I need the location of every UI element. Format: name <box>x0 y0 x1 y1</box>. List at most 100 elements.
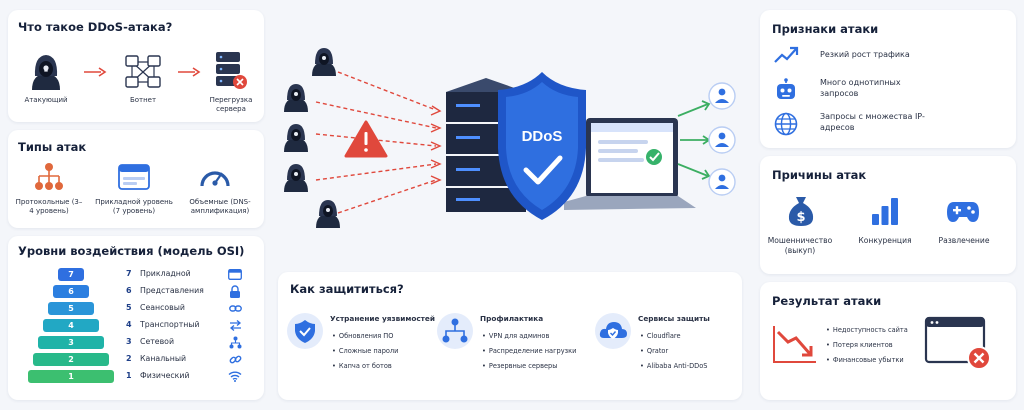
osi-bar-5: 5 <box>48 302 94 315</box>
signs-title: Признаки атаки <box>772 22 879 36</box>
globe-icon <box>774 112 798 136</box>
attack-type-label: Объемные (DNS-амплификация) <box>189 198 251 216</box>
protect-item: Qrator <box>640 347 668 356</box>
attack-arrowhead <box>430 159 442 169</box>
warning-icon <box>344 120 388 158</box>
laptop <box>564 118 696 210</box>
attack-type-label: Прикладной уровень (7 уровень) <box>95 198 173 216</box>
result-item: Финансовые убытки <box>826 356 904 365</box>
osi-bar-3: 3 <box>38 336 104 349</box>
osi-bar-2: 2 <box>33 353 109 366</box>
osi-layer-name: Представления <box>140 286 204 295</box>
osi-layer-number: 1 <box>126 371 132 380</box>
network-icon <box>229 336 242 349</box>
osi-layer-number: 6 <box>126 286 132 295</box>
attacker-label: Атакующий <box>24 96 68 104</box>
osi-layer-name: Канальный <box>140 354 187 363</box>
reason-label: Развлечение <box>938 236 990 245</box>
result-item: Недоступность сайта <box>826 326 908 335</box>
bar-chart-icon <box>872 198 898 225</box>
what-is-ddos-panel: Что такое DDoS-атака? Атакующий Ботнет <box>8 10 264 122</box>
money-bag-icon: $ <box>788 197 814 226</box>
attack-arrowhead <box>430 175 442 185</box>
cloud-shield-icon <box>595 313 631 349</box>
user-icon <box>708 126 736 154</box>
osi-layer-name: Сетевой <box>140 337 175 346</box>
protect-item: Распределение нагрузки <box>482 347 577 356</box>
arrow-icon <box>178 67 201 77</box>
osi-layer-number: 7 <box>126 269 132 278</box>
osi-layer-name: Транспортный <box>140 320 200 329</box>
gamepad-icon <box>947 202 979 222</box>
reasons-panel: Причины атак $ Мошенничество (выкуп) Кон… <box>760 156 1016 274</box>
lock-icon <box>230 285 240 298</box>
osi-title: Уровни воздействия (модель OSI) <box>18 244 245 258</box>
hacker-icon <box>32 55 60 90</box>
ddos-illustration <box>284 48 736 228</box>
shield-label: DDoS <box>521 128 563 145</box>
sign-label: Много однотипных запросов <box>820 78 901 98</box>
protect-item: VPN для админов <box>482 332 549 341</box>
protect-item: Резервные серверы <box>482 362 558 371</box>
protect-title: Как защититься? <box>290 282 404 296</box>
trend-up-icon <box>774 46 799 63</box>
attack-types-title: Типы атак <box>18 140 87 154</box>
ddos-shield <box>498 72 586 220</box>
osi-layer-name: Физический <box>140 371 190 380</box>
osi-layer-number: 5 <box>126 303 132 312</box>
reasons-title: Причины атак <box>772 168 867 182</box>
trend-down-icon <box>773 326 816 363</box>
hacker-icon <box>316 200 340 228</box>
result-panel: Результат атаки Недоступность сайта Поте… <box>760 282 1016 400</box>
osi-panel: Уровни воздействия (модель OSI) 7 6 5 4 … <box>8 236 264 400</box>
protect-group-title: Сервисы защиты <box>638 314 710 323</box>
chain-icon <box>229 355 242 364</box>
osi-bar-1: 1 <box>28 370 114 383</box>
protect-group-title: Профилактика <box>480 314 544 323</box>
protect-item: Cloudflare <box>640 332 681 341</box>
osi-bar-4: 4 <box>43 319 99 332</box>
result-title: Результат атаки <box>772 294 882 308</box>
attack-arrowhead <box>430 105 442 116</box>
protect-group-title: Устранение уязвимостей <box>330 314 435 323</box>
window-icon <box>228 269 242 280</box>
attack-type-label: Протокольные (3–4 уровень) <box>15 198 83 216</box>
hacker-icon <box>284 124 308 152</box>
arrow-icon <box>84 67 107 77</box>
wifi-icon <box>228 371 242 382</box>
osi-layer-number: 3 <box>126 337 132 346</box>
reason-label: Мошенничество (выкуп) <box>767 236 833 255</box>
sign-label: Резкий рост трафика <box>820 50 910 59</box>
protect-panel: Как защититься? Устранение уязвимостей О… <box>278 272 742 400</box>
osi-bar-7: 7 <box>58 268 84 281</box>
attack-arrowhead <box>430 123 442 133</box>
osi-layer-number: 4 <box>126 320 132 329</box>
protect-item: Обновления ПО <box>332 332 394 341</box>
arrows-icon <box>229 320 242 331</box>
osi-layer-name: Прикладной <box>140 269 191 278</box>
user-icon <box>708 82 736 110</box>
protect-item: Сложные пароли <box>332 347 399 356</box>
osi-bar-6: 6 <box>53 285 89 298</box>
hacker-icon <box>284 84 308 112</box>
attack-types-panel: Типы атак Протокольные (3–4 уровень) При… <box>8 130 264 228</box>
svg-text:$: $ <box>796 210 805 225</box>
what-is-ddos-title: Что такое DDoS-атака? <box>18 20 173 34</box>
protect-item: Alibaba Anti-DDoS <box>640 362 708 371</box>
user-icon <box>708 168 736 196</box>
network-icon <box>437 313 473 349</box>
hierarchy-icon <box>35 163 63 190</box>
link-icon <box>229 305 242 312</box>
browser-window-icon <box>118 164 150 190</box>
reason-label: Конкуренция <box>858 236 912 245</box>
result-item: Потеря клиентов <box>826 341 893 350</box>
attack-arrowhead <box>430 141 442 151</box>
server-error-icon <box>216 52 247 89</box>
robot-icon <box>777 78 795 99</box>
botnet-icon <box>125 55 161 88</box>
overload-label: Перегрузка сервера <box>209 96 253 114</box>
protect-item: Капча от ботов <box>332 362 392 371</box>
osi-layer-number: 2 <box>126 354 132 363</box>
botnet-label: Ботнет <box>129 96 157 104</box>
speedometer-icon <box>200 171 230 187</box>
